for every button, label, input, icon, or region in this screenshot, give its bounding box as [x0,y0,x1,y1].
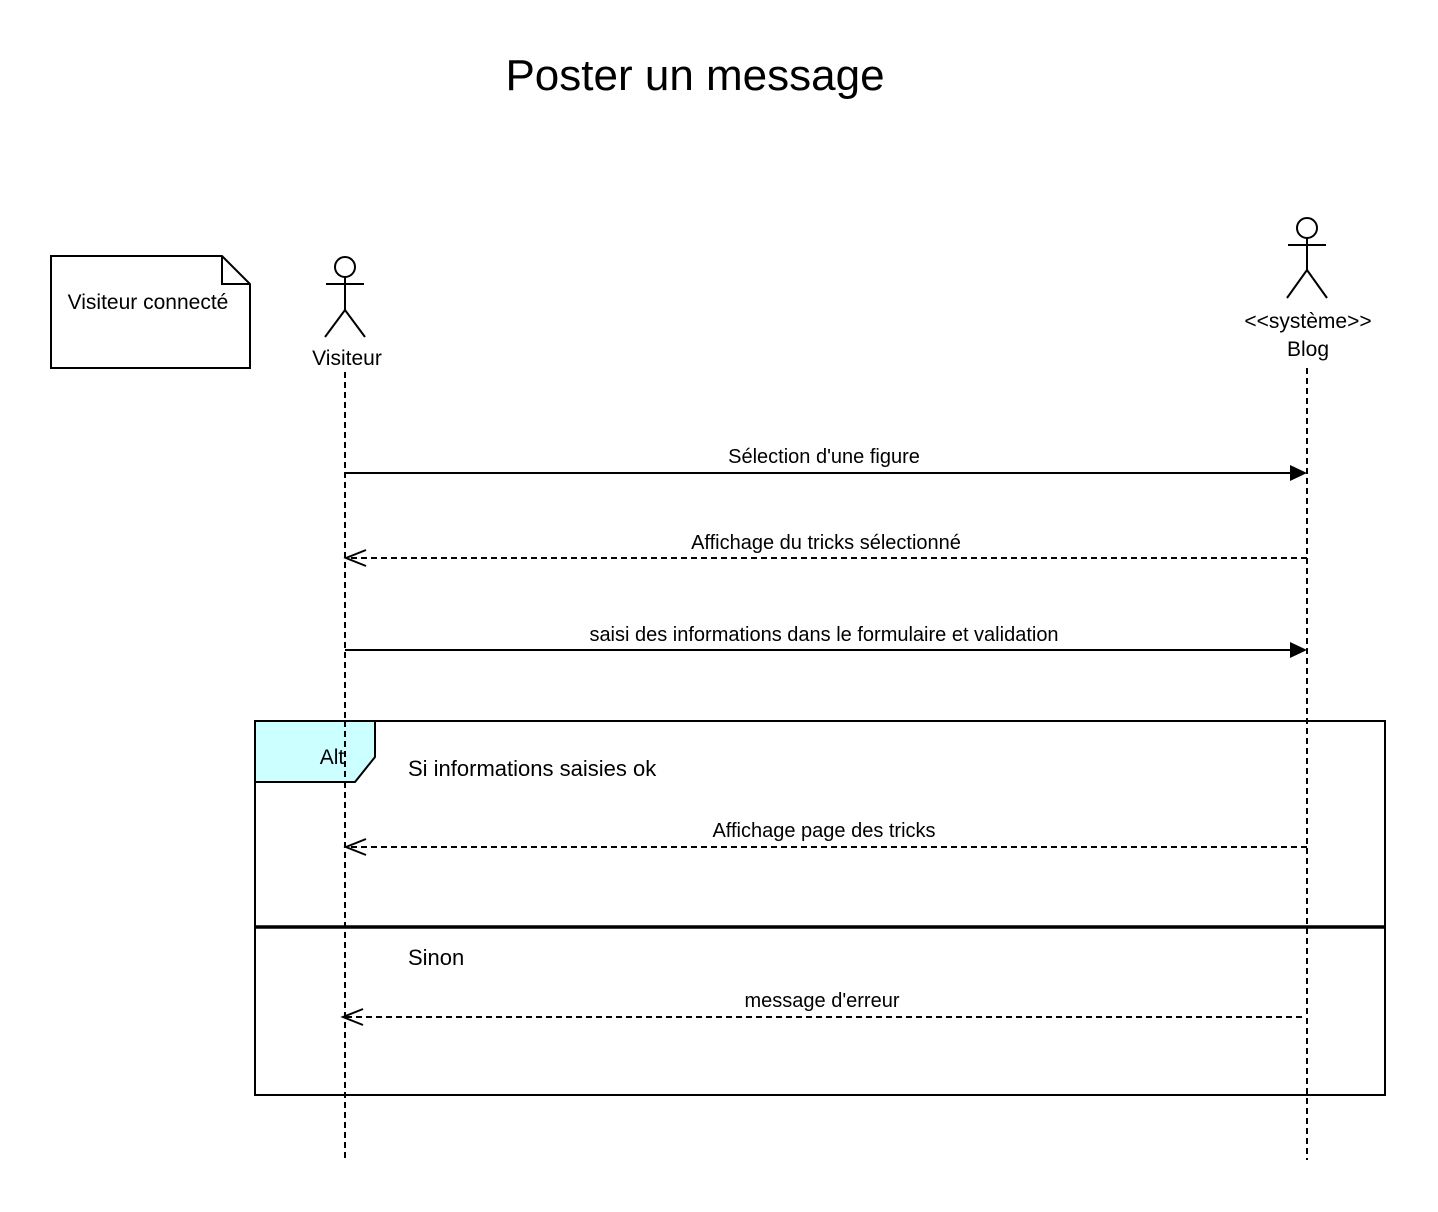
filled-arrowhead-icon [1290,642,1307,658]
message-affichage-page-tricks: Affichage page des tricks [343,820,1307,856]
alt-fragment-frame [254,720,1386,1096]
note-text: Visiteur connecté [68,291,229,314]
message-selection-figure: Sélection d'une figure [345,446,1307,481]
message-label: Sélection d'une figure [728,446,920,468]
actor-blog: <<système>> Blog [1244,217,1372,361]
actor-blog-label: Blog [1287,338,1329,361]
message-label: Affichage page des tricks [712,820,935,842]
actor-blog-stereotype: <<système>> [1244,310,1371,333]
alt-fragment-operator: Alt [320,746,345,769]
open-arrowhead-icon [340,1008,364,1026]
actor-visiteur-label: Visiteur [312,347,382,370]
alt-fragment-tab [254,720,376,783]
actor-visiteur: Visiteur [312,256,382,370]
message-erreur: message d'erreur [340,990,1302,1026]
alt-fragment: Alt Si informations saisies ok Sinon [254,720,1386,1096]
filled-arrowhead-icon [1290,465,1307,481]
note-shape [50,255,251,369]
message-affichage-tricks-selectionne: Affichage du tricks sélectionné [343,532,1307,567]
message-label: saisi des informations dans le formulair… [589,624,1058,646]
alt-guard-ok: Si informations saisies ok [408,756,657,781]
alt-guard-else: Sinon [408,945,464,970]
actor-blog-icon [1286,217,1328,299]
note-fold [221,256,250,285]
message-label: Affichage du tricks sélectionné [691,532,961,554]
message-saisie-formulaire: saisi des informations dans le formulair… [345,624,1307,658]
open-arrowhead-icon [343,549,367,567]
open-arrowhead-icon [343,838,367,856]
diagram-title: Poster un message [505,51,884,100]
note: Visiteur connecté [50,255,251,369]
message-label: message d'erreur [745,990,900,1012]
actor-visiteur-icon [324,256,366,338]
